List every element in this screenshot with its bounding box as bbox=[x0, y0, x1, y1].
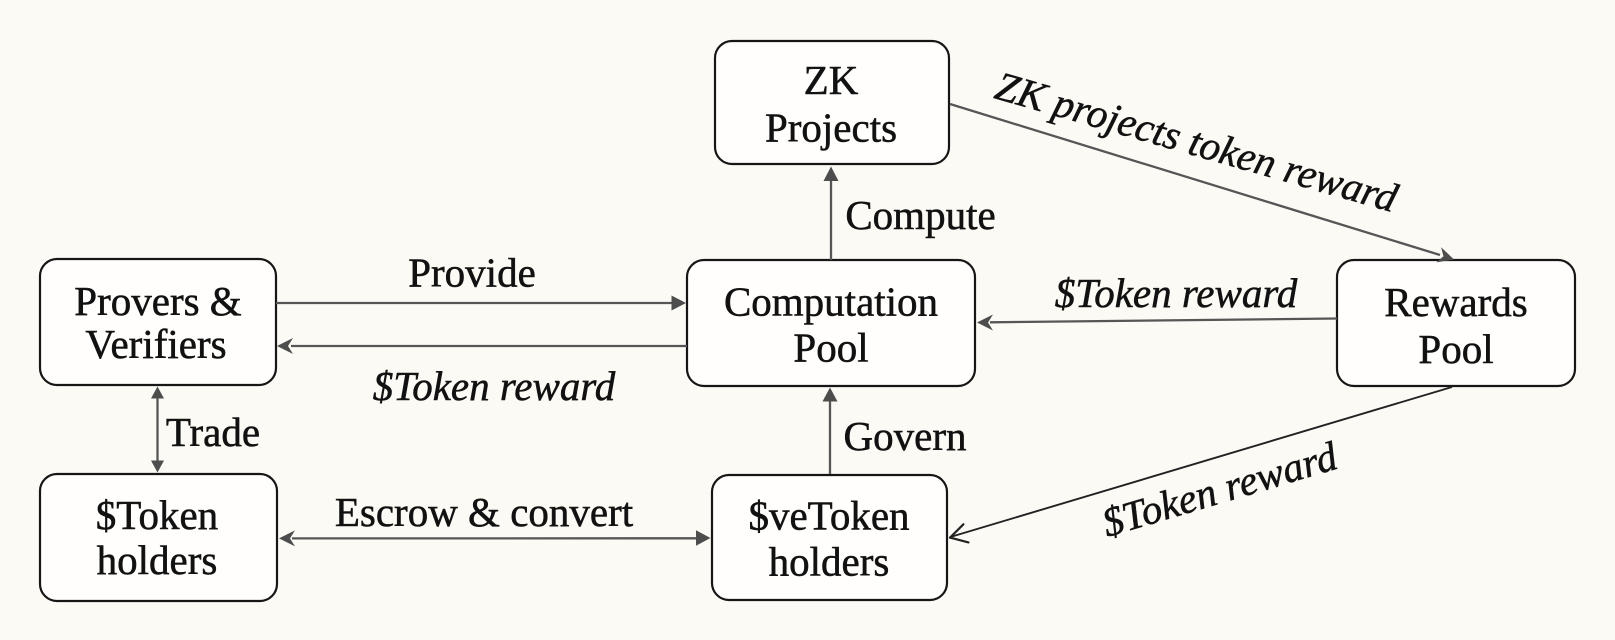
svg-text:Trade: Trade bbox=[166, 409, 260, 455]
svg-text:$Token: $Token bbox=[96, 492, 218, 538]
svg-text:Computation: Computation bbox=[724, 279, 938, 325]
svg-text:ZK: ZK bbox=[804, 57, 859, 103]
svg-text:Escrow & convert: Escrow & convert bbox=[335, 489, 634, 535]
svg-text:Govern: Govern bbox=[844, 413, 967, 459]
svg-text:Provers &: Provers & bbox=[74, 278, 242, 324]
svg-text:Projects: Projects bbox=[765, 105, 897, 151]
svg-text:Provide: Provide bbox=[408, 249, 536, 295]
svg-text:$Token reward: $Token reward bbox=[373, 363, 616, 409]
svg-text:Pool: Pool bbox=[793, 325, 868, 371]
svg-text:Compute: Compute bbox=[845, 192, 995, 238]
svg-text:Pool: Pool bbox=[1418, 326, 1493, 372]
svg-text:$Token reward: $Token reward bbox=[1055, 270, 1298, 316]
svg-text:holders: holders bbox=[97, 537, 218, 583]
svg-text:holders: holders bbox=[769, 539, 890, 585]
svg-text:$veToken: $veToken bbox=[748, 493, 909, 539]
svg-text:Verifiers: Verifiers bbox=[85, 321, 226, 367]
svg-text:Rewards: Rewards bbox=[1384, 279, 1527, 325]
